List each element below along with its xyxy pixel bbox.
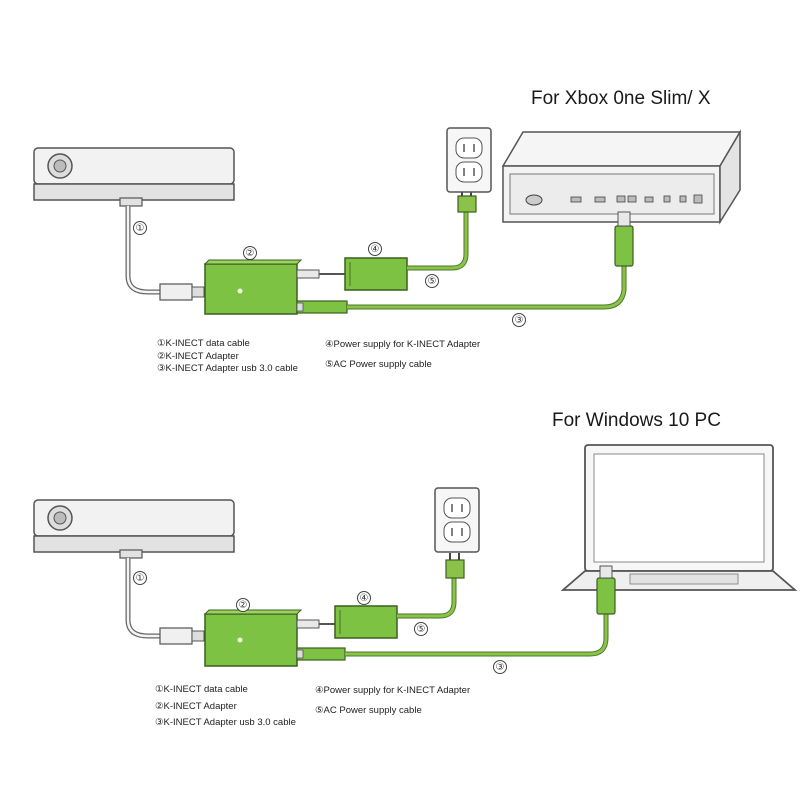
legend-item: ④Power supply for K-INECT Adapter: [325, 339, 481, 350]
legend-item: ②K-INECT Adapter: [155, 700, 237, 712]
power-supply-bottom: [334, 605, 398, 639]
legend-item: ②K-INECT Adapter: [157, 350, 239, 362]
diagram-title-pc: For Windows 10 PC: [552, 410, 721, 431]
wall-outlet-top: [446, 127, 492, 193]
wall-outlet-bottom: [434, 487, 480, 553]
kinect-plug-top: [159, 283, 193, 301]
kinect-sensor-bottom: [33, 499, 235, 559]
marker-kinect-cable-bottom: ①: [133, 571, 147, 585]
power-supply-top: [344, 257, 408, 291]
marker-power-supply-bottom: ④: [357, 591, 371, 605]
legend-item: ④Power supply for K-INECT Adapter: [315, 685, 471, 696]
legend-item: ①K-INECT data cable: [157, 338, 250, 349]
marker-usb-cable-bottom: ③: [493, 660, 507, 674]
legend-item: ①K-INECT data cable: [155, 684, 248, 695]
legend-item: ③K-INECT Adapter usb 3.0 cable: [155, 717, 296, 728]
xbox-console: [501, 129, 742, 225]
kinect-adapter-top: [203, 259, 303, 315]
kinect-sensor-top: [33, 147, 235, 207]
legend-left-top: ①K-INECT data cable ②K-INECT Adapter ③K-…: [157, 338, 298, 376]
legend-right-top: ④Power supply for K-INECT Adapter ⑤AC Po…: [325, 339, 480, 371]
marker-adapter-top: ②: [243, 246, 257, 260]
marker-ac-cable-top: ⑤: [425, 274, 439, 288]
kinect-adapter-bottom: [203, 609, 303, 667]
marker-adapter-bottom: ②: [236, 598, 250, 612]
kinect-plug-bottom: [159, 627, 193, 645]
marker-power-supply-top: ④: [368, 242, 382, 256]
laptop-pc: [560, 444, 798, 591]
legend-left-bottom: ①K-INECT data cable ②K-INECT Adapter ③K-…: [155, 684, 296, 730]
marker-ac-cable-bottom: ⑤: [414, 622, 428, 636]
marker-usb-cable-top: ③: [512, 313, 526, 327]
legend-item: ⑤AC Power supply cable: [315, 704, 422, 716]
diagram-title-xbox: For Xbox 0ne Slim/ X: [531, 88, 711, 109]
legend-right-bottom: ④Power supply for K-INECT Adapter ⑤AC Po…: [315, 685, 470, 717]
legend-item: ⑤AC Power supply cable: [325, 358, 432, 370]
marker-kinect-cable-top: ①: [133, 221, 147, 235]
legend-item: ③K-INECT Adapter usb 3.0 cable: [157, 363, 298, 374]
